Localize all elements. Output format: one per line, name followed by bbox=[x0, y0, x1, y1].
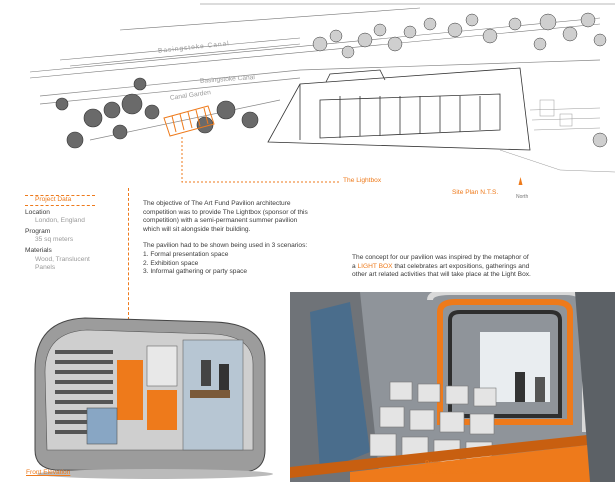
project-data-heading: Project Data bbox=[25, 195, 95, 206]
lightbox-highlight: LIGHT BOX bbox=[357, 262, 393, 270]
materials-value-2: Panels bbox=[35, 264, 56, 272]
perspective-render bbox=[290, 292, 615, 482]
concept-line-2-pre: a bbox=[352, 262, 358, 270]
scenario-item-1: 1. Formal presentation space bbox=[143, 250, 229, 258]
desc-scenarios-intro: The pavilion had to be shown being used … bbox=[143, 242, 308, 250]
scenario-item-2: 2. Exhibition space bbox=[143, 259, 199, 267]
program-label: Program bbox=[25, 227, 51, 235]
site-plan-drawing bbox=[29, 3, 615, 185]
materials-value-1: Wood, Translucent bbox=[35, 255, 90, 263]
desc-line-1: The objective of The Art Fund Pavilion a… bbox=[143, 200, 291, 207]
location-label: Location bbox=[25, 208, 50, 216]
scenario-item-3: 3. Informal gathering or party space bbox=[143, 268, 248, 276]
north-label: North bbox=[516, 194, 529, 200]
concept-line-2-post: that celebrates art expositions, gatheri… bbox=[392, 262, 530, 270]
location-value: London, England bbox=[35, 217, 85, 225]
desc-line-2: competition was to provide The Lightbox … bbox=[143, 208, 308, 216]
desc-line-3: competition) with a semi-permanent summe… bbox=[143, 217, 298, 225]
concept-line-3: other art related activities that will t… bbox=[352, 271, 531, 279]
concept-line-2: a LIGHT BOX that celebrates art expositi… bbox=[352, 263, 602, 272]
desc-line-4: which will sit alongside their building. bbox=[143, 225, 251, 233]
program-value: 35 sq meters bbox=[35, 236, 74, 244]
front-elevation-render bbox=[34, 317, 273, 479]
site-plan-title: Site Plan N.T.S. bbox=[452, 189, 499, 196]
materials-label: Materials bbox=[25, 246, 52, 254]
front-elevation-caption: Front Elevation bbox=[26, 469, 71, 476]
description-block: The objective of The Art Fund Pavilion a… bbox=[143, 200, 343, 277]
perspective-caption-2: Presentation Space bbox=[425, 469, 483, 476]
concept-block: The concept for our pavilion was inspire… bbox=[352, 254, 602, 280]
lightbox-label: The Lightbox bbox=[343, 177, 382, 184]
project-data-panel: Project Data Location London, England Pr… bbox=[25, 195, 125, 273]
dashed-connector bbox=[128, 188, 129, 320]
concept-line-1: The concept for our pavilion was inspire… bbox=[352, 254, 529, 261]
perspective-caption-1: Perspective bbox=[425, 460, 460, 467]
